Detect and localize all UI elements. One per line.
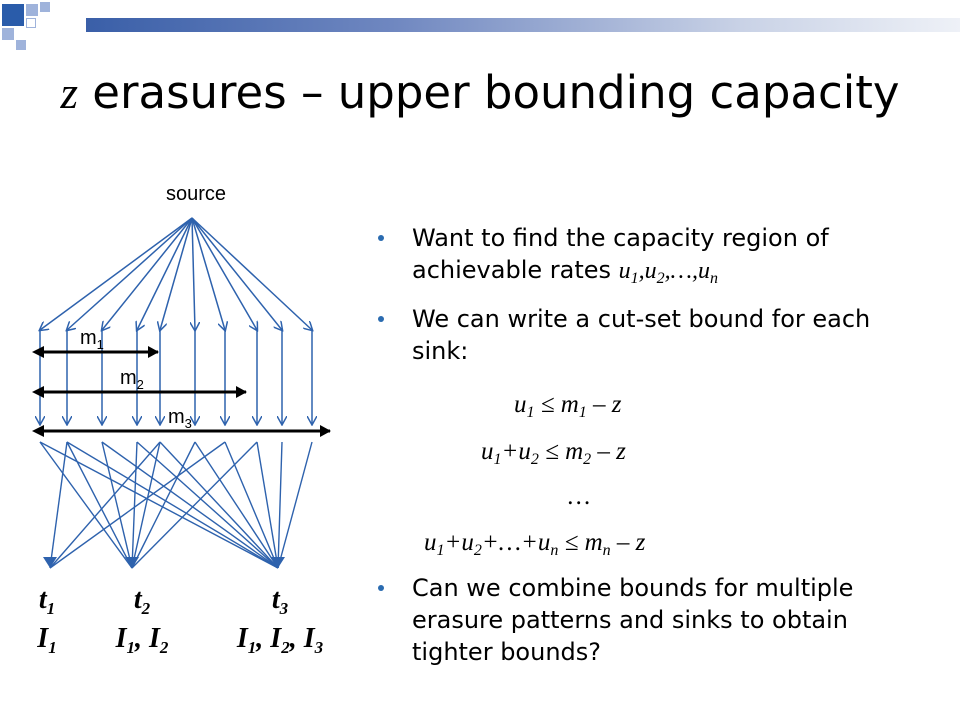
source-edge xyxy=(191,217,312,330)
cut-label: m2 xyxy=(120,367,144,392)
equation: … xyxy=(568,483,591,510)
sink-info: I1 xyxy=(36,623,56,657)
sink-edge xyxy=(159,441,279,569)
source-edge xyxy=(191,217,225,330)
equation: u1+u2+…+un ≤ mn – z xyxy=(424,529,646,559)
source-edge xyxy=(191,217,257,330)
sink-edge xyxy=(277,441,283,569)
cut-label: m3 xyxy=(168,406,192,431)
cut-arrowhead xyxy=(32,425,44,437)
source-edge xyxy=(40,217,193,330)
bullet-icon xyxy=(378,316,384,322)
sink-edge xyxy=(277,441,313,569)
source-label: source xyxy=(166,183,226,205)
bullet-icon xyxy=(378,585,384,591)
source-edge xyxy=(191,217,282,330)
sink-edge xyxy=(194,441,279,569)
sink-edge xyxy=(131,441,161,569)
sink-edge xyxy=(66,441,279,569)
sink-edge xyxy=(101,441,279,569)
equation: u1+u2 ≤ m2 – z xyxy=(481,438,626,468)
bullet-icon xyxy=(378,235,384,241)
rates-math: u1,u2,…,un xyxy=(618,258,718,287)
sink-name: t1 xyxy=(39,584,55,618)
sink-edge xyxy=(131,441,138,569)
sink-edge xyxy=(101,441,133,569)
sink-edge xyxy=(39,441,279,569)
title-variable: z xyxy=(60,68,78,118)
sink-edge xyxy=(66,441,133,569)
sink-name: t3 xyxy=(272,584,289,618)
sink-edge xyxy=(39,441,133,569)
sink-arrowhead xyxy=(125,557,139,568)
sink-edge xyxy=(49,441,226,569)
cut-arrows: m1 m2 m3 xyxy=(32,327,331,437)
cut-arrowhead xyxy=(32,346,44,358)
sink-edge xyxy=(256,441,279,569)
sink-edge xyxy=(49,441,68,569)
sink-name: t2 xyxy=(134,584,151,618)
sink-arrowhead xyxy=(271,557,285,568)
header-bar xyxy=(86,18,960,32)
cut-arrowhead xyxy=(32,386,44,398)
bullet-text: We can write a cut-set bound for each si… xyxy=(412,305,871,365)
sink-edge xyxy=(224,441,279,569)
bullet-text: Can we combine bounds for multiple erasu… xyxy=(412,574,854,666)
sink-edges xyxy=(39,441,313,569)
equation: u1 ≤ m1 – z xyxy=(514,391,622,421)
source-edge xyxy=(160,217,193,330)
sink-edge xyxy=(136,441,279,569)
sink-edge xyxy=(49,441,161,569)
sink-info: I1, I2, I3 xyxy=(236,623,324,657)
source-edge xyxy=(192,217,195,330)
sink-info: I1, I2 xyxy=(115,623,169,657)
title-text: erasures – upper bounding capacity xyxy=(78,66,900,119)
sink-arrowhead xyxy=(43,557,57,568)
source-edges xyxy=(40,217,312,424)
sink-edge xyxy=(131,441,258,569)
source-edge xyxy=(137,217,193,330)
cut-label: m1 xyxy=(80,327,104,352)
slide-title: z erasures – upper bounding capacity xyxy=(60,62,900,124)
bullet-text: Want to find the capacity region of achi… xyxy=(412,224,829,284)
corner-decoration xyxy=(0,0,80,60)
sink-edge xyxy=(131,441,196,569)
source-edge xyxy=(102,217,193,330)
source-edge xyxy=(67,217,193,330)
